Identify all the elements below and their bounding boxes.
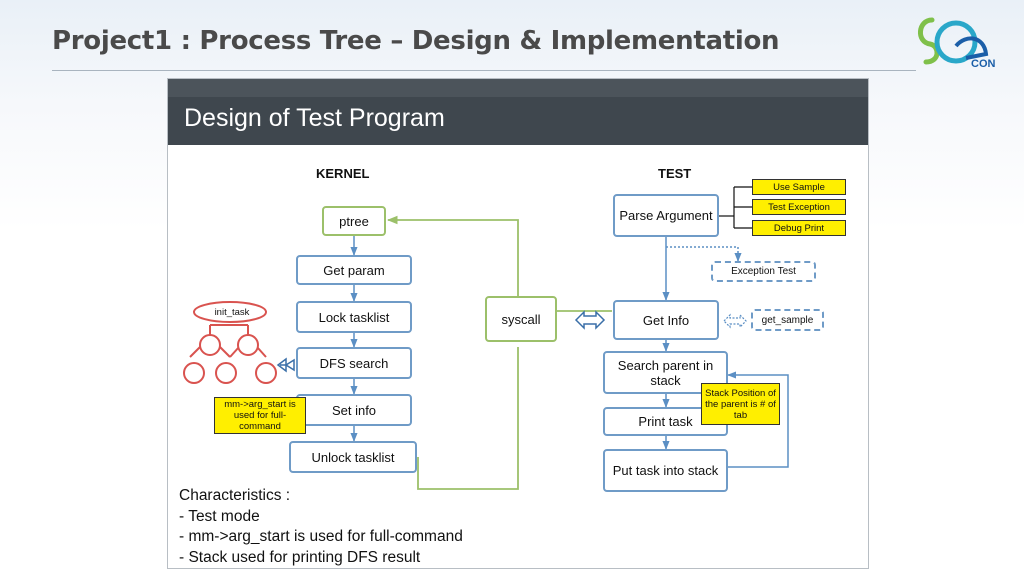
note-set-info: mm->arg_start is used for full-command [214,397,306,434]
option-debug-print: Debug Print [752,220,846,236]
panel-title: Design of Test Program [184,104,445,132]
characteristics-item: - mm->arg_start is used for full-command [179,528,463,545]
slide-title: Project1 : Process Tree – Design & Imple… [52,26,780,56]
option-test-exception: Test Exception [752,199,846,215]
test-step-parse-argument: Parse Argument [613,194,719,237]
tree-child-nodes [183,334,277,384]
exception-test-box: Exception Test [711,261,816,282]
test-step-get-info: Get Info [613,300,719,340]
get-sample-box: get_sample [751,309,824,331]
characteristics-item: - Stack used for printing DFS result [179,548,421,566]
characteristics: Characteristics : - Test mode - mm->arg_… [179,486,463,568]
syscall-box: syscall [485,296,557,342]
design-panel: Design of Test Program [167,78,869,569]
option-use-sample: Use Sample [752,179,846,195]
kernel-step-lock-tasklist: Lock tasklist [296,301,412,333]
kernel-step-ptree: ptree [322,206,386,236]
conference-logo [918,17,989,65]
characteristics-heading: Characteristics : [179,487,291,504]
test-label: TEST [658,166,692,181]
note-stack-position: Stack Position of the parent is # of tab [701,383,780,425]
title-divider [52,70,916,71]
kernel-step-get-param: Get param [296,255,412,285]
kernel-step-dfs-search: DFS search [296,347,412,379]
flow-connectors [183,186,789,490]
tree-root-label: init_task [214,307,250,318]
characteristics-item: - Test mode [179,507,260,525]
test-step-put-task: Put task into stack [603,449,728,492]
logo-text: CON [971,58,996,70]
kernel-label: KERNEL [316,166,370,181]
kernel-step-set-info: Set info [296,394,412,426]
panel-header [168,79,868,145]
kernel-step-unlock-tasklist: Unlock tasklist [289,441,417,473]
